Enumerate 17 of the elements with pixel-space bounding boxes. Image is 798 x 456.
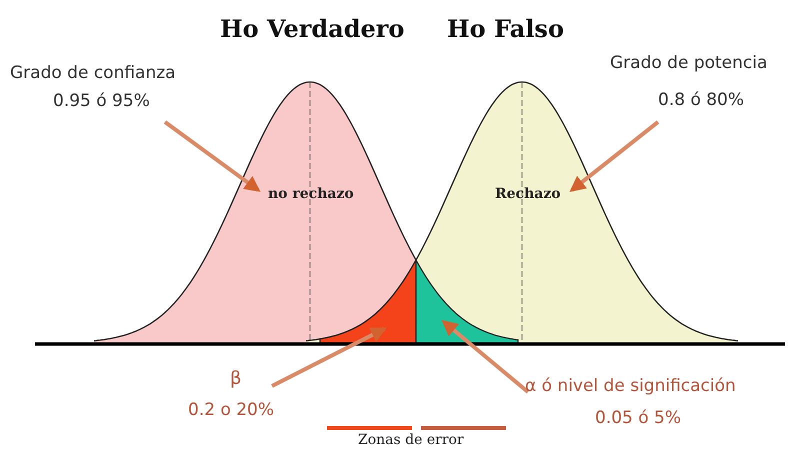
value-text: 0.95 ó 95% <box>53 91 150 111</box>
leader-arrow <box>164 120 261 192</box>
value-text: 0.05 ó 5% <box>595 408 682 428</box>
heading: Ho Falso <box>447 14 564 43</box>
region-label: Rechazo <box>495 186 561 202</box>
region-label: no rechazo <box>268 186 354 202</box>
annotation-text: Grado de potencia <box>610 53 768 73</box>
leader-arrow <box>271 327 387 388</box>
annotation-text: Grado de confianza <box>10 63 176 83</box>
value-text: 0.8 ó 80% <box>658 90 744 110</box>
annotation-text: α ó nivel de significación <box>525 376 736 396</box>
caption-text: Zonas de error <box>358 432 464 448</box>
heading: Ho Verdadero <box>220 14 404 43</box>
leader-arrow <box>442 320 530 394</box>
value-text: 0.2 o 20% <box>188 400 274 420</box>
annotation-text: β <box>230 368 242 389</box>
leader-arrow <box>570 120 660 192</box>
